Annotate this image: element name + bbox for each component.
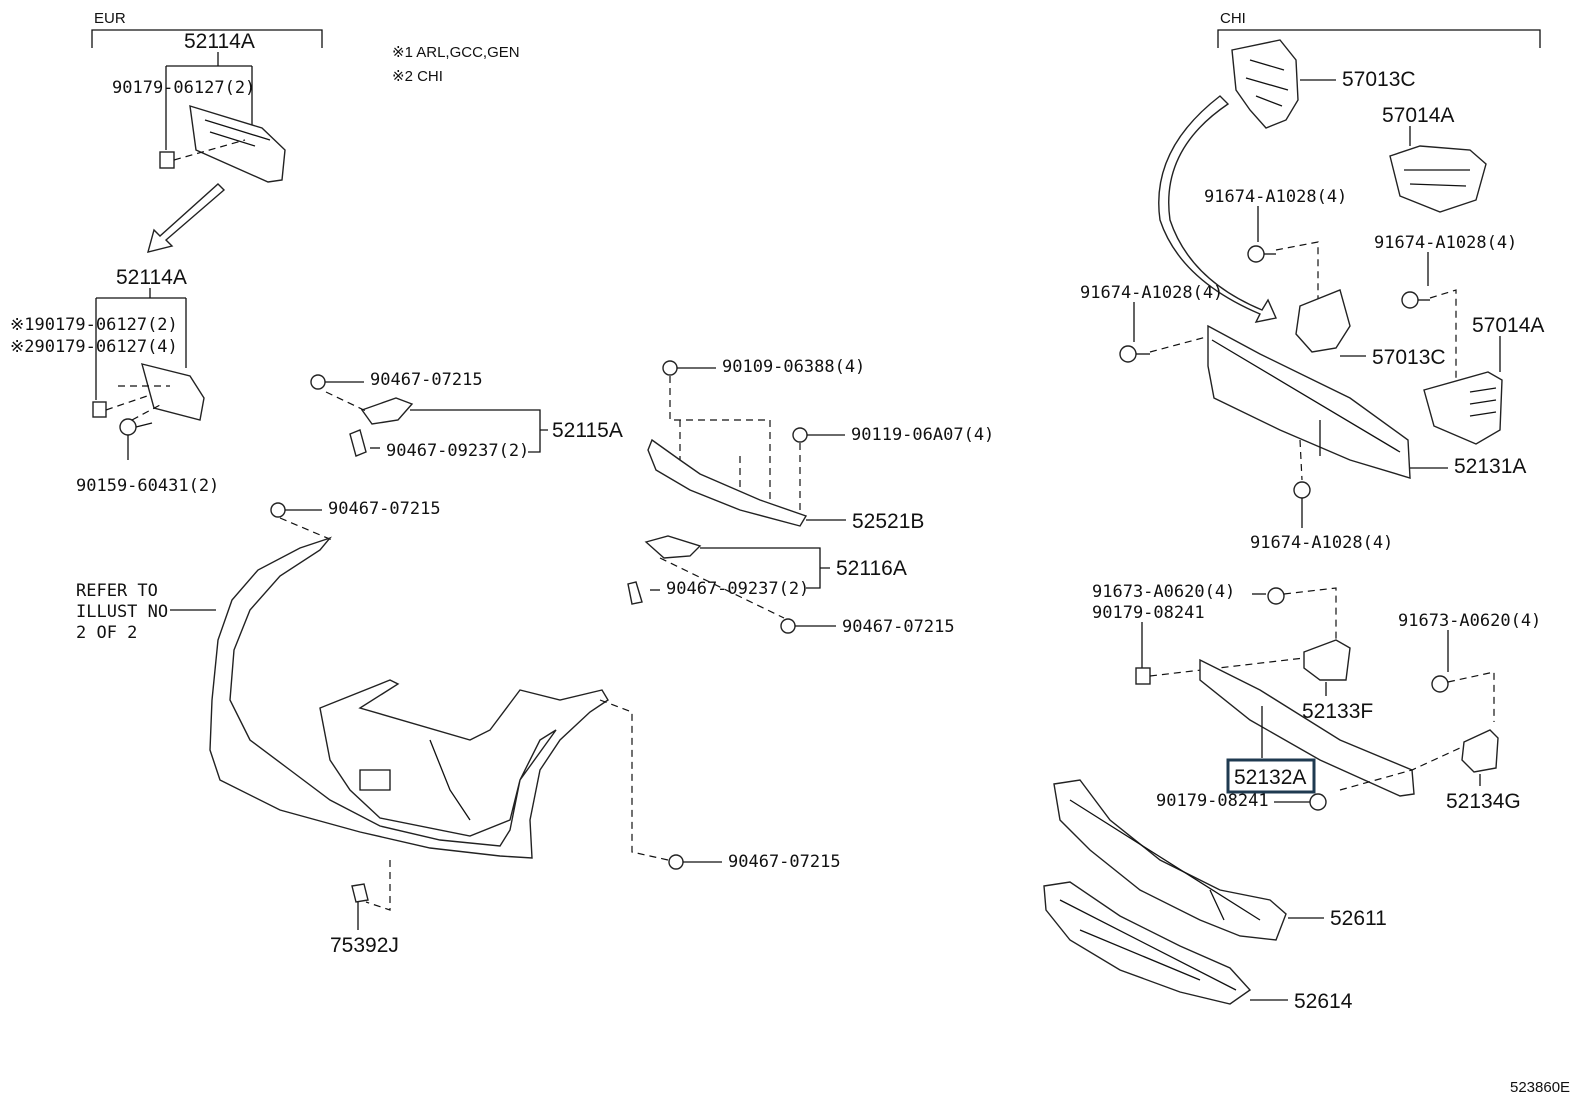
part-label-52132A[interactable]: 52132A bbox=[1234, 766, 1306, 789]
part-label-90109-06388: 90109-06388(4) bbox=[722, 357, 865, 377]
clip-nut bbox=[159, 151, 175, 169]
side-support-part-52116A bbox=[644, 535, 702, 559]
license-bracket-eur-top: 52114A 90179-06127(2) bbox=[112, 30, 286, 183]
clip-nut-mid bbox=[92, 401, 107, 418]
part-label-52114A-top: 52114A bbox=[184, 30, 255, 53]
part-label-90467-07215-c: 90467-07215 bbox=[842, 617, 955, 637]
part-label-90467-09237-a: 90467-09237(2) bbox=[386, 441, 529, 461]
direction-arrow-chi bbox=[1158, 95, 1277, 323]
part-label-90159-60431: 90159-60431(2) bbox=[76, 476, 219, 496]
note-1: ※1 ARL,GCC,GEN bbox=[392, 44, 520, 61]
part-label-57014A-mid: 57014A bbox=[1472, 314, 1544, 337]
reinforcement-52131A bbox=[1207, 324, 1411, 479]
bolt-91673-b bbox=[1431, 675, 1449, 693]
bolt-91674-a bbox=[1247, 245, 1265, 263]
part-label-91674-d: 91674-A1028(4) bbox=[1250, 533, 1393, 553]
license-bracket-part-mid bbox=[141, 363, 205, 421]
license-bracket-eur-mid: 52114A ※190179-06127(2) ※290179-06127(4)… bbox=[10, 266, 219, 496]
clip-90467-07215-d bbox=[668, 854, 684, 870]
part-label-90179-08241-b: 90179-08241 bbox=[1156, 791, 1269, 811]
bolt-90109-06388 bbox=[662, 360, 678, 376]
part-label-52131A: 52131A bbox=[1454, 455, 1526, 478]
part-label-52611: 52611 bbox=[1330, 907, 1387, 930]
part-label-90467-07215-a: 90467-07215 bbox=[370, 370, 483, 390]
bracket-75392J bbox=[351, 883, 369, 903]
refer-text-line1: REFER TO bbox=[76, 581, 158, 601]
crash-box-chi-top: 57013C 57014A bbox=[1158, 39, 1487, 323]
refer-text-line3: 2 OF 2 bbox=[76, 623, 137, 643]
bolt-91674-b bbox=[1401, 291, 1419, 309]
lower-reinforcement-chi: 91673-A0620(4) 90179-08241 52133F 91673-… bbox=[1092, 582, 1541, 813]
part-label-90179-06127-note2: ※290179-06127(4) bbox=[10, 337, 178, 357]
part-label-90179-06127-2: 90179-06127(2) bbox=[112, 78, 255, 98]
bumper-reinforcement-52521B: 90109-06388(4) 90119-06A07(4) 52521B bbox=[647, 357, 994, 533]
nut-90179-08241-a bbox=[1135, 667, 1151, 685]
part-label-91674-b: 91674-A1028(4) bbox=[1374, 233, 1517, 253]
part-label-90467-09237-b: 90467-09237(2) bbox=[666, 579, 809, 599]
note-2: ※2 CHI bbox=[392, 68, 443, 85]
bumper-side-support-52115A: 90467-07215 90467-09237(2) 52115A bbox=[310, 370, 623, 461]
part-label-52614: 52614 bbox=[1294, 990, 1353, 1013]
side-support-part bbox=[360, 397, 414, 425]
clip-90467-09237-b bbox=[627, 581, 643, 605]
clip-90467-07215-b bbox=[270, 502, 286, 518]
part-highlight-52132A bbox=[1226, 758, 1316, 794]
bracket-52133F bbox=[1303, 639, 1351, 681]
eur-group-bracket: EUR bbox=[91, 10, 323, 48]
part-label-90467-07215-b: 90467-07215 bbox=[328, 499, 441, 519]
clip-90467-09237-a bbox=[349, 429, 367, 457]
cover-part-52614 bbox=[1043, 881, 1252, 1005]
reinforcement-52132A bbox=[1199, 658, 1415, 797]
part-label-52114A-mid: 52114A bbox=[116, 266, 187, 289]
bumper-cover-part bbox=[209, 536, 609, 859]
eur-group-label: EUR bbox=[94, 10, 126, 27]
nut-90179-08241-b bbox=[1309, 793, 1327, 811]
part-label-91674-c: 91674-A1028(4) bbox=[1080, 283, 1223, 303]
bolt-91674-c bbox=[1119, 345, 1137, 363]
figure-id: 523860E bbox=[1510, 1079, 1570, 1096]
part-label-52133F: 52133F bbox=[1302, 700, 1373, 723]
bolt-91674-d bbox=[1293, 481, 1311, 499]
part-label-90467-07215-d: 90467-07215 bbox=[728, 852, 841, 872]
chi-group-bracket: CHI bbox=[1217, 10, 1541, 48]
crash-box-57014A-mid bbox=[1423, 371, 1503, 445]
part-label-90179-08241-a: 90179-08241 bbox=[1092, 603, 1205, 623]
bracket-52134G bbox=[1461, 729, 1499, 773]
part-label-52115A: 52115A bbox=[552, 419, 623, 442]
direction-arrow-eur bbox=[147, 183, 226, 253]
front-bumper-cover: 90467-07215 90467-07215 REFER TO ILLUST … bbox=[76, 499, 841, 957]
refer-text-line2: ILLUST NO bbox=[76, 602, 168, 622]
part-label-90179-06127-note1: ※190179-06127(2) bbox=[10, 315, 178, 335]
part-label-57013C-top: 57013C bbox=[1342, 68, 1416, 91]
crash-box-57014A-top bbox=[1389, 145, 1487, 213]
bolt-90159 bbox=[119, 418, 137, 436]
bumper-reinforcement-chi: 91674-A1028(4) 91674-A1028(4) 91674-A102… bbox=[1080, 187, 1544, 553]
bolt-90119-06A07 bbox=[792, 427, 808, 443]
part-label-52116A: 52116A bbox=[836, 557, 907, 580]
part-label-90119-06A07: 90119-06A07(4) bbox=[851, 425, 994, 445]
part-label-91673-a: 91673-A0620(4) bbox=[1092, 582, 1235, 602]
cover-52614: 52614 bbox=[1043, 881, 1353, 1013]
part-label-91674-a: 91674-A1028(4) bbox=[1204, 187, 1347, 207]
part-label-52134G: 52134G bbox=[1446, 790, 1521, 813]
reinforcement-part bbox=[647, 438, 808, 527]
absorber-52611: 52611 bbox=[1053, 779, 1387, 941]
part-label-75392J: 75392J bbox=[330, 934, 399, 957]
bolt-91673-a bbox=[1267, 587, 1285, 605]
part-label-57013C-mid: 57013C bbox=[1372, 346, 1446, 369]
clip-90467-07215-a bbox=[310, 374, 326, 390]
chi-group-label: CHI bbox=[1220, 10, 1246, 27]
license-bracket-part bbox=[189, 105, 286, 183]
crash-box-57013C-mid bbox=[1295, 289, 1351, 353]
part-label-52521B: 52521B bbox=[852, 510, 924, 533]
part-label-91673-b: 91673-A0620(4) bbox=[1398, 611, 1541, 631]
bumper-side-support-52116A: 52116A 90467-09237(2) 90467-07215 bbox=[627, 535, 955, 637]
clip-90467-07215-c bbox=[780, 618, 796, 634]
part-label-57014A-top: 57014A bbox=[1382, 104, 1454, 127]
